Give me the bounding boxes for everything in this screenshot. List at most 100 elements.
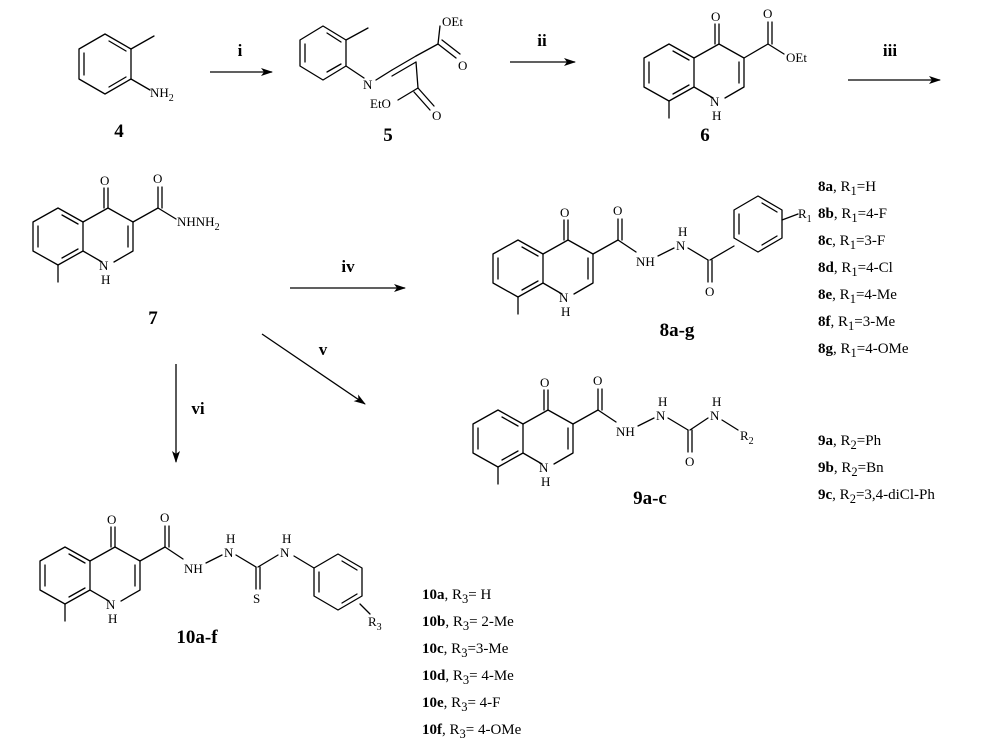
legend-substituent-value: = 4-F: [467, 695, 501, 711]
legend-compound-id: 8a: [818, 179, 833, 195]
legend-substituent-index: 1: [850, 184, 857, 198]
atom-N: N: [224, 545, 234, 560]
atom-O: O: [100, 173, 109, 188]
atom-O: O: [153, 171, 162, 186]
compound-4-structure: NH2: [78, 33, 174, 104]
atom-H: H: [108, 611, 117, 626]
legend-row: 10b, R3= 2-Me: [422, 614, 514, 633]
atom-O: O: [540, 375, 549, 390]
step-label-i: i: [238, 41, 243, 60]
legend-substituent-index: 2: [850, 438, 857, 452]
step-label-iv: iv: [341, 257, 355, 276]
compound-6-label: 6: [700, 125, 710, 146]
legend-substituent-symbol: R: [452, 668, 463, 684]
legend-substituent-index: 3: [461, 700, 468, 714]
atom-H: H: [226, 531, 235, 546]
legend-substituent-symbol: R: [839, 233, 850, 249]
legend-compound-id: 10e: [422, 695, 444, 711]
atom-O: O: [685, 454, 694, 469]
atom-O: O: [107, 512, 116, 527]
compound-6-structure: O N H O OEt: [643, 6, 807, 123]
atom-R1: R1: [798, 206, 812, 225]
legend-substituent-index: 2: [849, 492, 856, 506]
compound-8-structure: O N H O NH N H O R1: [492, 195, 812, 319]
legend-compound-id: 9b: [818, 460, 834, 476]
legend-compound-id: 10f: [422, 722, 442, 738]
legend-substituent-symbol: R: [452, 614, 463, 630]
legend-compound-id: 8e: [818, 287, 833, 303]
legend-substituent-value: = 4-OMe: [465, 722, 522, 738]
compound-5-structure: N OEt O O EtO: [299, 14, 467, 123]
legend-substituent-index: 1: [850, 346, 857, 360]
legend-row: 10e, R3= 4-F: [422, 695, 501, 714]
atom-OEt: OEt: [786, 50, 807, 65]
legend-substituent-symbol: R: [451, 695, 462, 711]
legend-substituent-value: =4-F: [857, 206, 887, 222]
atom-N: N: [99, 258, 109, 273]
legend-row: 9a, R2=Ph: [818, 433, 882, 452]
legend-row: 8d, R1=4-Cl: [818, 260, 893, 279]
legend-row: 8f, R1=3-Me: [818, 314, 896, 333]
legend-row: 10f, R3= 4-OMe: [422, 722, 522, 741]
atom-O: O: [593, 373, 602, 388]
legend-substituent-value: = H: [468, 587, 492, 603]
legend-substituent-symbol: R: [840, 179, 851, 195]
legend-substituent-value: =4-OMe: [856, 341, 909, 357]
legend-row: 10d, R3= 4-Me: [422, 668, 514, 687]
legend-substituent-value: =4-Cl: [857, 260, 893, 276]
atom-N: N: [539, 460, 549, 475]
atom-O: O: [705, 284, 714, 299]
legend-substituent-symbol: R: [841, 460, 852, 476]
legend-substituent-symbol: R: [451, 641, 462, 657]
legend-compound-id: 8c: [818, 233, 833, 249]
legend-substituent-value: =4-Me: [855, 287, 897, 303]
atom-N: N: [656, 408, 666, 423]
legend-substituent-index: 1: [849, 292, 856, 306]
atom-label: NH2: [150, 85, 174, 104]
atom-O: O: [160, 510, 169, 525]
legend-substituent-index: 3: [462, 673, 470, 687]
legend-substituent-value: = 2-Me: [469, 614, 514, 630]
legend-substituent-value: =3-Me: [854, 314, 896, 330]
step-label-iii: iii: [883, 41, 897, 60]
atom-O: O: [458, 58, 467, 73]
atom-NH: NH: [184, 561, 203, 576]
legend-substituent-value: =Bn: [857, 460, 884, 476]
legend-row: 9c, R2=3,4-diCl-Ph: [818, 487, 935, 506]
atom-OEt: OEt: [442, 14, 463, 29]
atom-R2: R2: [740, 428, 754, 447]
atom-O: O: [613, 203, 622, 218]
legend-substituent-index: 3: [462, 592, 469, 606]
atom-H: H: [561, 304, 570, 319]
compound-10-structure: O N H O NH N H S N H R3: [39, 510, 382, 633]
atom-S: S: [253, 591, 260, 606]
legend-row: 8c, R1=3-F: [818, 233, 886, 252]
legend-compound-id: 9c: [818, 487, 833, 503]
legend-substituent-index: 1: [849, 238, 856, 252]
compound-7-label: 7: [148, 308, 158, 329]
atom-NH: NH: [636, 254, 655, 269]
legend-substituent-value: =3-F: [855, 233, 886, 249]
atom-R3: R3: [368, 614, 382, 633]
legend-substituent-index: 3: [462, 619, 470, 633]
legend-substituent-symbol: R: [840, 433, 851, 449]
legend-substituent-symbol: R: [841, 260, 852, 276]
legend-substituent-symbol: R: [839, 487, 850, 503]
legend-row: 8g, R1=4-OMe: [818, 341, 909, 360]
legend-substituent-index: 3: [459, 727, 466, 741]
atom-N: N: [280, 545, 290, 560]
legend-compound-id: 9a: [818, 433, 833, 449]
legend-row: 8a, R1=H: [818, 179, 877, 198]
legend-substituent-symbol: R: [839, 287, 850, 303]
atom-N: N: [710, 94, 720, 109]
legend-substituent-symbol: R: [841, 206, 852, 222]
legend-row: 10a, R3= H: [422, 587, 492, 606]
legend-compound-id: 10a: [422, 587, 445, 603]
legend-compound-id: 8f: [818, 314, 831, 330]
legend-substituent-index: 3: [461, 646, 468, 660]
compound-9-label: 9a-c: [633, 488, 667, 509]
compound-8-label: 8a-g: [660, 320, 695, 341]
